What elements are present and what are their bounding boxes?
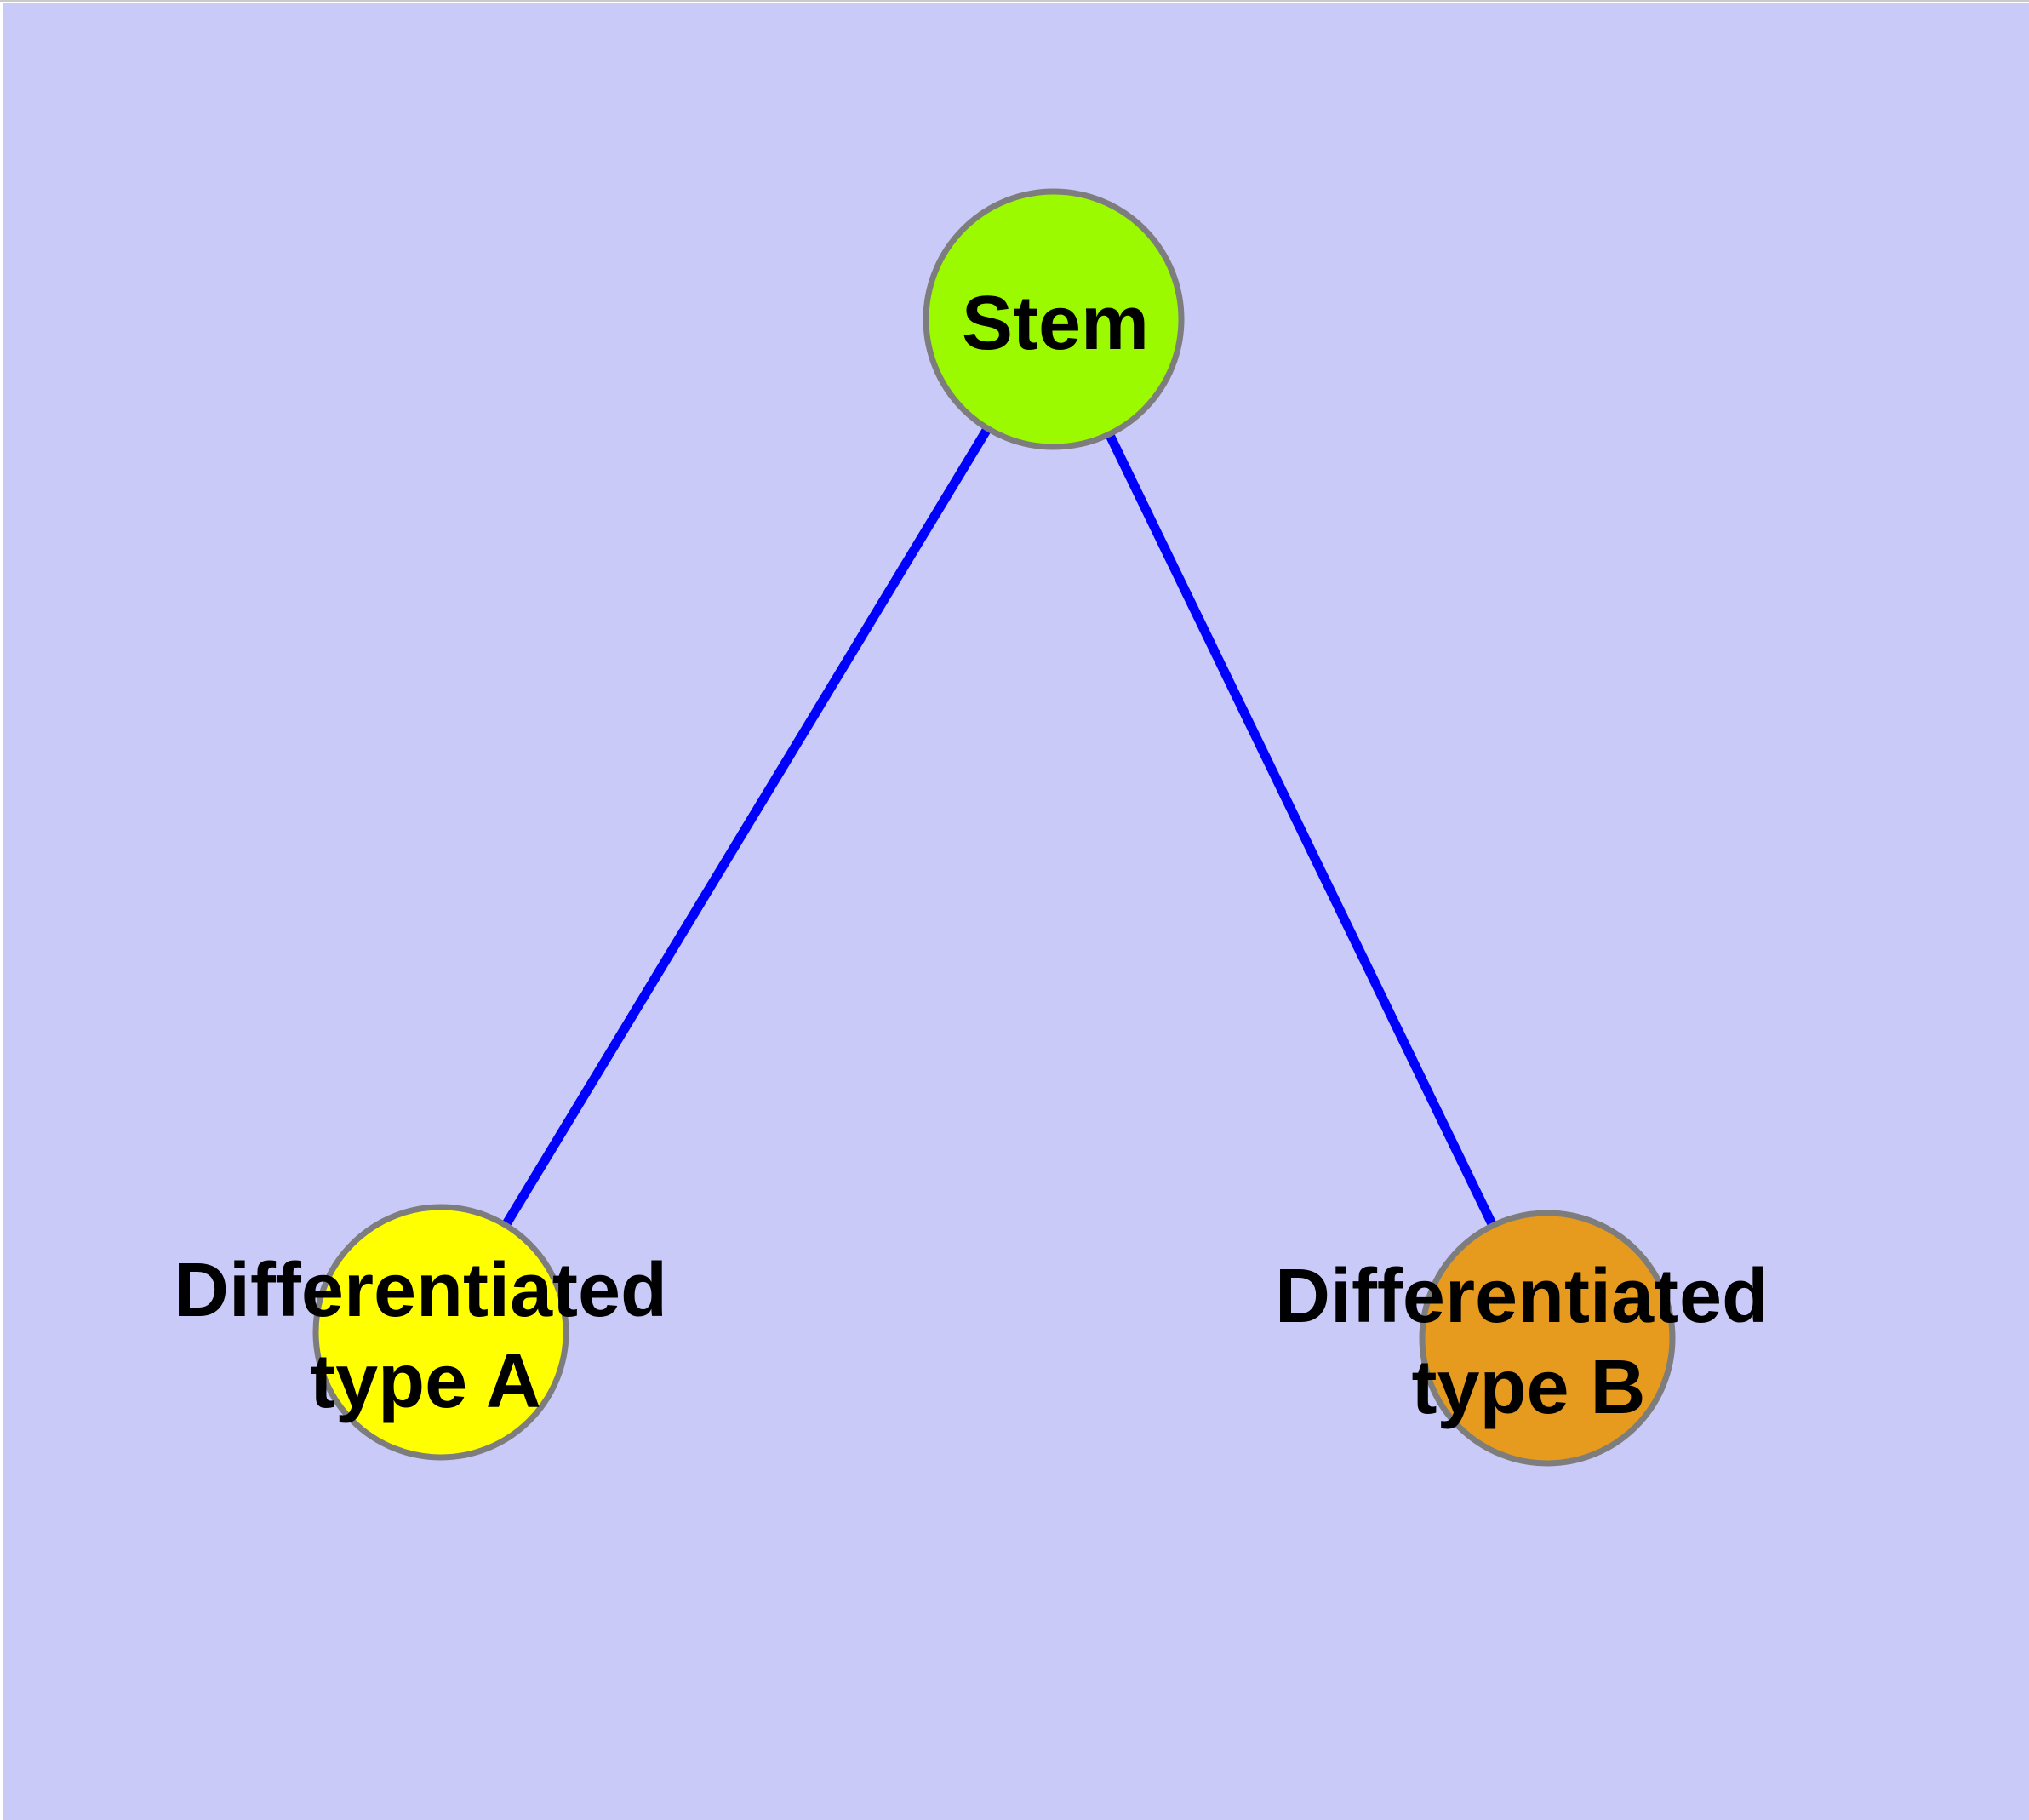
node-stem [923, 188, 1185, 450]
node-type-b-label-line1: Differentiated [1275, 1254, 1769, 1339]
node-differentiated-type-b [1419, 1210, 1676, 1467]
edge-stem-to-type-b [1049, 317, 1552, 1341]
node-differentiated-type-a [312, 1204, 569, 1461]
edge-stem-to-type-a [437, 317, 1058, 1335]
node-type-a-label-line1: Differentiated [174, 1248, 667, 1333]
node-stem-label: Stem [962, 281, 1149, 366]
top-border-line [0, 0, 2029, 2]
node-type-a-label-line2: type A [310, 1339, 541, 1424]
node-type-b-label-line2: type B [1411, 1345, 1645, 1430]
